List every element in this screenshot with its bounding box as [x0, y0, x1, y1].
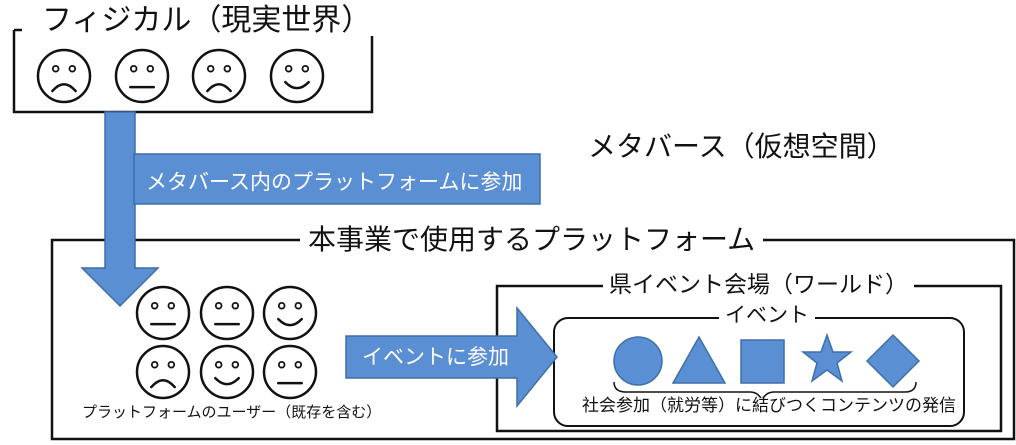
face-neutral-icon — [135, 285, 191, 341]
face-neutral-icon — [199, 285, 255, 341]
physical-frame — [12, 30, 374, 114]
join-platform-arrow — [133, 153, 541, 205]
square-icon — [740, 339, 785, 384]
down-arrow — [80, 111, 160, 308]
join-platform-label: メタバース内のプラットフォームに参加 — [146, 170, 523, 194]
content-caption: 社会参加（就労等）に結びつくコンテンツの発信 — [578, 398, 960, 415]
face-happy-icon — [269, 48, 325, 104]
face-sad-icon — [36, 48, 92, 104]
join-event-label: イベントに参加 — [362, 345, 509, 369]
face-neutral-icon — [114, 48, 170, 104]
face-happy-icon — [262, 285, 318, 341]
physical-faces — [36, 48, 325, 104]
triangle-icon — [671, 335, 727, 384]
diamond-icon — [865, 333, 921, 389]
platform-title: 本事業で使用するプラットフォーム — [300, 226, 764, 254]
users-caption: プラットフォームのユーザー（既存を含む） — [82, 403, 382, 421]
physical-title: フィジカル（現実世界） — [36, 6, 378, 36]
face-neutral-icon — [262, 344, 318, 400]
venue-title: 県イベント会場（ワールド） — [603, 274, 914, 297]
join-event-arrow — [345, 305, 558, 409]
face-happy-icon — [199, 344, 255, 400]
face-sad-icon — [191, 48, 247, 104]
event-title: イベント — [719, 305, 815, 326]
face-sad-icon — [135, 344, 191, 400]
platform-faces — [135, 285, 318, 400]
metaverse-title: メタバース（仮想空間） — [588, 130, 895, 163]
star-icon — [800, 332, 854, 383]
circle-icon — [613, 336, 663, 386]
